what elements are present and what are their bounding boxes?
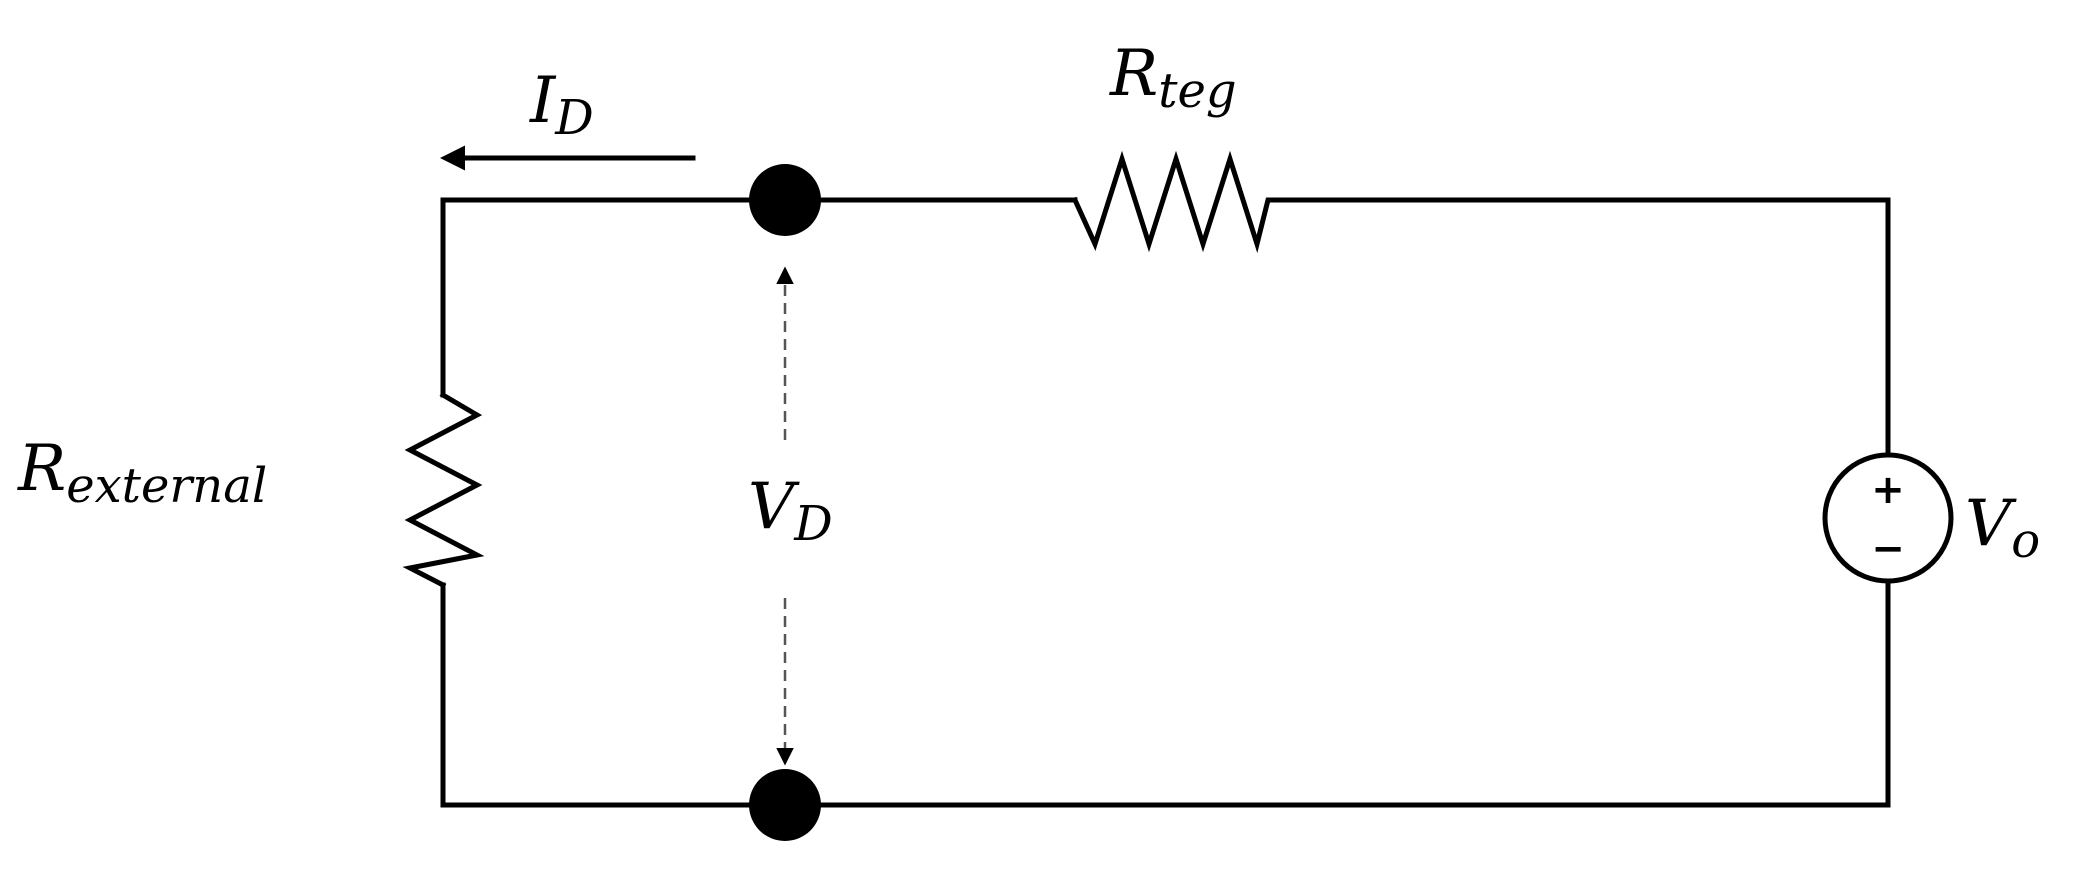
voltage-d-label: VD	[748, 470, 833, 552]
r-external-label-sub: external	[66, 458, 267, 514]
current-label-main: I	[529, 64, 557, 138]
source-label-sub: o	[2011, 513, 2040, 569]
bottom-node	[749, 769, 821, 841]
source-label-main: V	[1965, 487, 2017, 561]
r-teg-label-main: R	[1109, 37, 1158, 111]
r-external-label: Rexternal	[17, 432, 267, 514]
r-teg-resistor	[1071, 150, 1891, 254]
voltage-d-label-main: V	[748, 470, 800, 544]
r-teg-label-sub: teg	[1158, 63, 1236, 119]
r-teg-label: Rteg	[1109, 37, 1237, 119]
source-plus-sign: +	[1871, 467, 1905, 513]
source-label: Vo	[1965, 487, 2040, 569]
top-node	[749, 164, 821, 236]
r-external-resistor	[402, 391, 485, 589]
current-label-sub: D	[554, 90, 593, 146]
r-external-label-main: R	[17, 432, 66, 506]
voltage-d-label-sub: D	[793, 496, 832, 552]
current-label: ID	[529, 64, 594, 146]
source-minus-sign: −	[1871, 526, 1905, 572]
